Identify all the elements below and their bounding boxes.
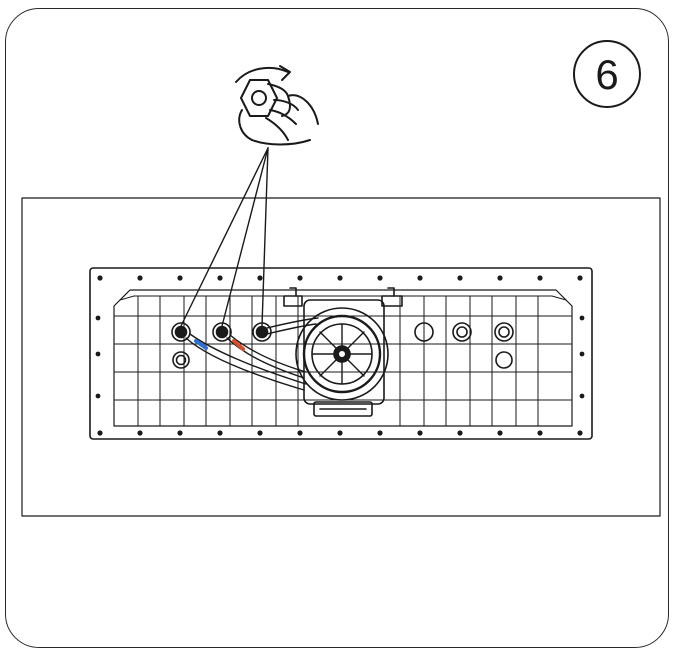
hand-tightening-nut-icon — [235, 65, 319, 146]
assembly-diagram — [21, 65, 661, 517]
right-fittings — [414, 322, 514, 369]
step-number-badge: 6 — [573, 40, 641, 108]
step-number: 6 — [595, 51, 619, 98]
circulation-pump-icon — [283, 287, 403, 417]
hose-connector-1 — [171, 322, 191, 342]
perimeter-bolts — [95, 275, 585, 436]
hose-connector-2 — [212, 322, 232, 342]
hoses — [185, 317, 319, 391]
mounting-plate — [89, 267, 593, 440]
hose-marker-red — [232, 339, 245, 351]
rack-grid — [113, 295, 573, 427]
hex-nut-icon — [240, 79, 278, 117]
base-tray-outline — [21, 197, 661, 517]
clockwise-arrow-icon — [235, 66, 289, 83]
hose-marker-blue — [194, 339, 208, 350]
leader-lines — [180, 147, 269, 327]
hose-connectors — [171, 322, 272, 369]
hose-connector-3 — [252, 322, 272, 342]
